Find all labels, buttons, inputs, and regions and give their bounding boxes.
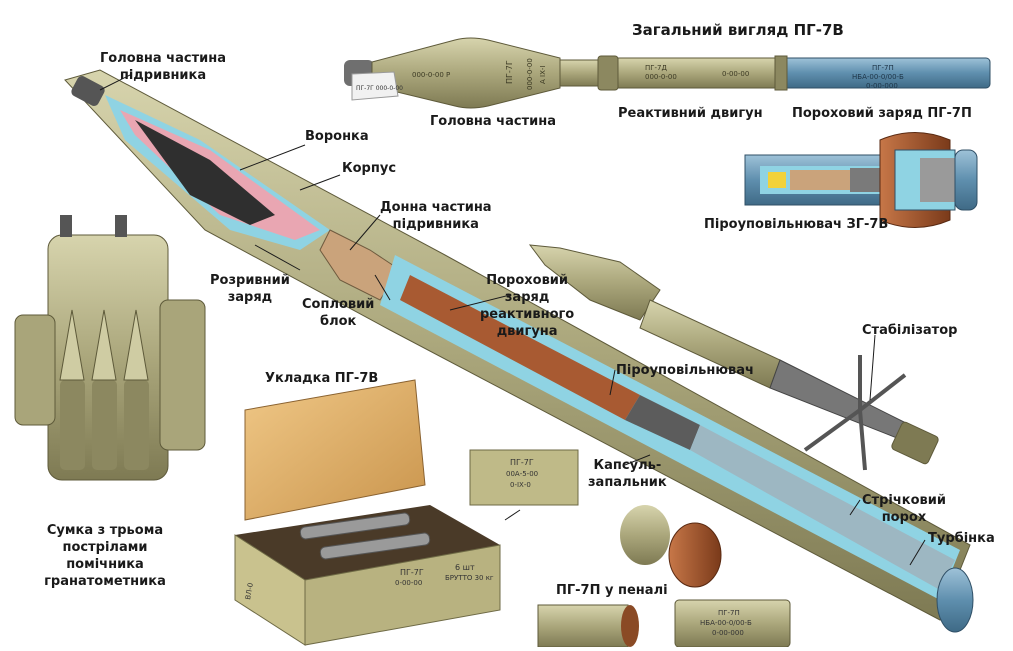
page-title: Загальний вигляд ПГ-7В <box>632 21 844 39</box>
mark-box-5: ВЛ-0 <box>244 582 255 600</box>
label-powder-charge-line-1: Пороховий <box>486 273 569 288</box>
label-stabilizer: Стабілізатор <box>862 323 958 338</box>
wooden-box <box>234 379 501 646</box>
label-ribbon-powder: Стрічковий порох <box>862 492 946 526</box>
mark-tube-2: НБА-00-0/00-Б <box>852 73 904 81</box>
label-burst-charge-line-1: Розривний <box>210 273 290 288</box>
mark-motor-2: 000-0-00 <box>645 73 677 81</box>
mark-lid-2: 00А-5-00 <box>506 470 538 478</box>
mark-lid-1: ПГ-7Г <box>510 458 534 467</box>
mark-canister-1: ПГ-7П <box>718 609 740 617</box>
label-turbine: Турбінка <box>928 531 995 546</box>
mark-tube-3: 0-00-000 <box>866 82 898 90</box>
label-canister: ПГ-7П у пеналі <box>556 583 668 598</box>
label-bag: Сумка з трьома пострілами помічника гран… <box>30 522 180 590</box>
label-bag-line-1: Сумка з трьома <box>46 523 164 538</box>
label-warhead: Головна частина <box>430 114 556 129</box>
label-body: Корпус <box>342 161 397 176</box>
box-lid-detail <box>469 449 579 506</box>
mark-box-4: БРУТТО 30 кг <box>445 574 494 582</box>
label-fuze-head-line-1: Головна частина <box>100 51 226 66</box>
label-primer-line-1: Капсуль- <box>593 458 662 473</box>
mark-motor-1: ПГ-7Д <box>645 64 668 72</box>
mark-warhead-3: 000-0-00 <box>526 58 534 90</box>
label-bag-line-2: пострілами <box>62 540 148 555</box>
label-nozzle-block-line-2: блок <box>320 314 357 329</box>
label-fuze-head-line-2: підривника <box>119 68 207 83</box>
mark-warhead-2: ПГ-7Г <box>505 60 514 84</box>
carry-bag <box>14 215 206 481</box>
canister <box>537 599 791 648</box>
label-fuze-base-line-2: підривника <box>392 217 479 232</box>
stabilizer-round <box>528 244 939 471</box>
label-packing: Укладка ПГ-7В <box>265 371 379 386</box>
mark-warhead-1: 000-0-00 Р <box>412 71 450 79</box>
label-retarder: Піроуповільнювач <box>616 363 754 378</box>
label-fuze-base-line-1: Донна частина <box>380 200 492 215</box>
label-propellant: Пороховий заряд ПГ-7П <box>792 106 972 121</box>
label-powder-charge-line-2: заряд <box>504 290 550 305</box>
label-primer: Капсуль- запальник <box>588 457 667 491</box>
mark-canister-3: 0-00-000 <box>712 629 744 637</box>
general-view-round <box>344 37 991 109</box>
label-primer-line-2: запальник <box>588 475 667 490</box>
mark-box-1: ПГ-7Г <box>400 568 424 577</box>
mark-box-2: 0-00-00 <box>395 579 422 587</box>
label-fuze-base: Донна частина підривника <box>380 199 492 233</box>
retarder-part <box>620 505 722 588</box>
mark-tag: ПГ-7Г 000-0-00 <box>356 85 403 92</box>
mark-warhead-4: А IХ-I <box>539 66 547 84</box>
mark-tube-1: ПГ-7П <box>872 64 894 72</box>
label-retarder-3g: Піроуповільнювач ЗГ-7В <box>704 217 889 232</box>
label-motor: Реактивний двигун <box>618 106 763 121</box>
label-powder-charge: Пороховий заряд реактивного двигуна <box>480 272 574 340</box>
label-nozzle-block: Сопловий блок <box>302 296 374 330</box>
label-fuze-head: Головна частина підривника <box>100 50 226 84</box>
mark-canister-2: НБА-00-0/00-Б <box>700 619 752 627</box>
label-nozzle-block-line-1: Сопловий <box>302 297 375 312</box>
label-powder-charge-line-3: реактивного <box>480 307 575 322</box>
label-powder-charge-line-4: двигуна <box>496 324 558 339</box>
label-bag-line-4: гранатометника <box>44 574 166 589</box>
label-burst-charge-line-2: заряд <box>227 290 273 305</box>
mark-motor-3: 0-00-00 <box>722 70 749 78</box>
label-ribbon-powder-line-1: Стрічковий <box>862 493 946 508</box>
mark-box-3: 6 шт <box>455 563 475 572</box>
label-bag-line-3: помічника <box>66 557 144 572</box>
label-burst-charge: Розривний заряд <box>210 272 290 306</box>
main-cutaway-round <box>64 69 974 633</box>
label-ribbon-powder-line-2: порох <box>881 510 927 525</box>
leader-lines <box>99 74 926 566</box>
mark-lid-3: 0-IХ-0 <box>510 481 531 489</box>
label-funnel: Воронка <box>305 129 369 144</box>
retarder-3g7v-cutaway <box>744 132 978 228</box>
